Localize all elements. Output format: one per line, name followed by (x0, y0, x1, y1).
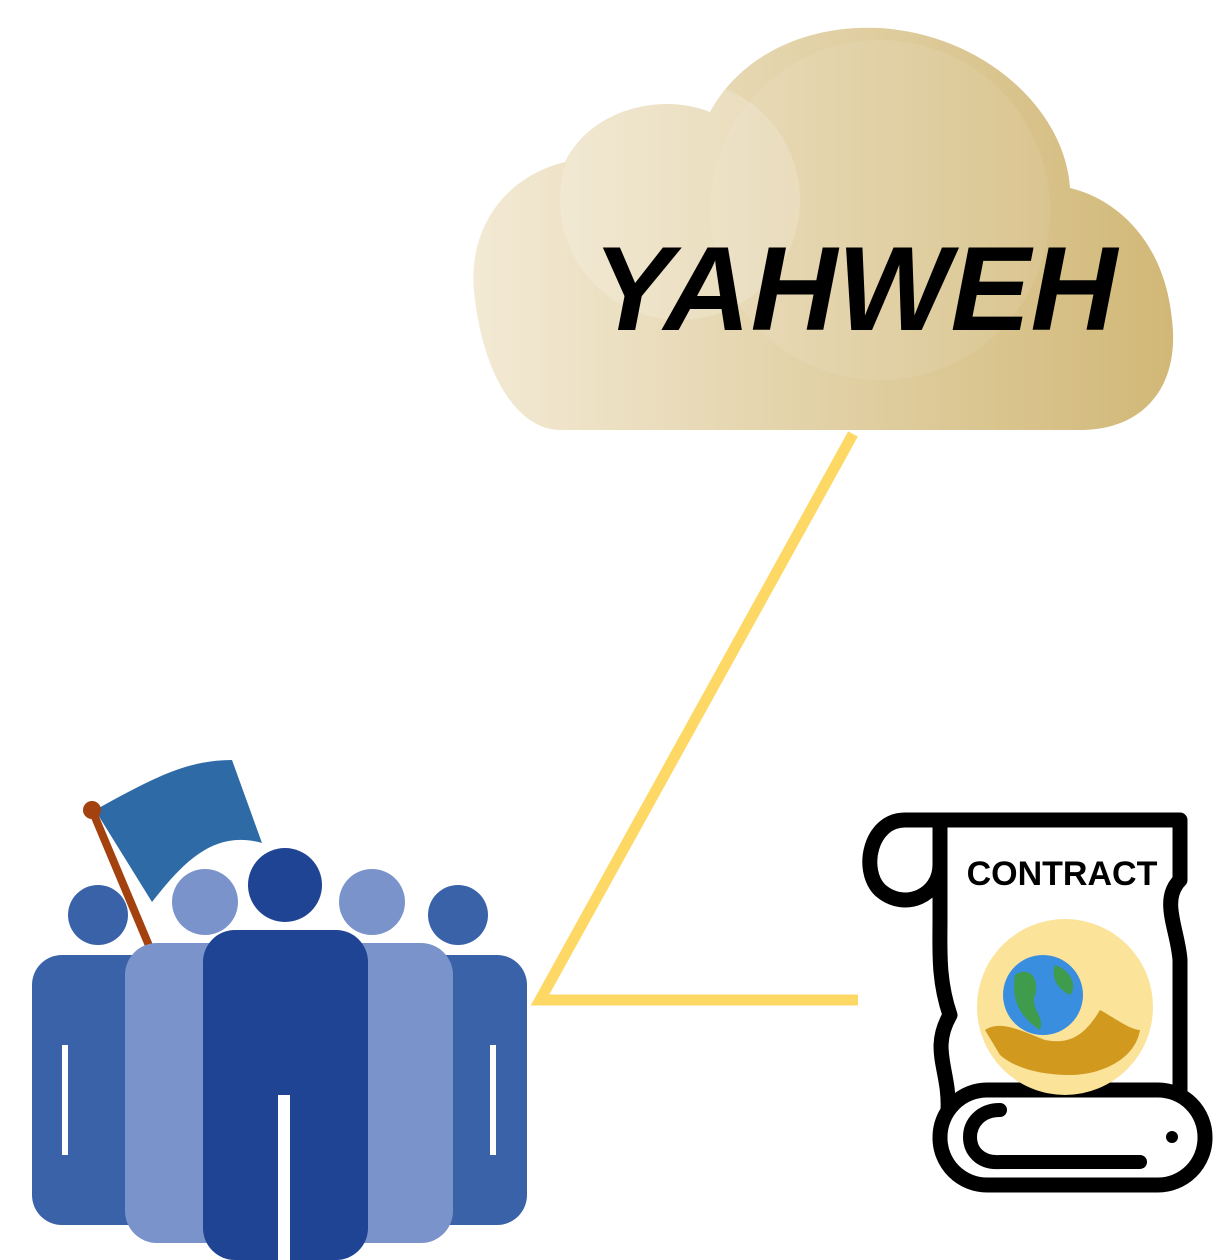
hand-icon (985, 1010, 1140, 1075)
cloud-node: YAHWEH (473, 27, 1174, 430)
connector (530, 431, 858, 1006)
scroll-dot (1166, 1131, 1178, 1143)
flag-pole (88, 806, 154, 952)
scroll-roll-curl (963, 1103, 1147, 1170)
flag-pole-knob (83, 801, 101, 819)
contract-scroll-icon: CONTRACT (862, 812, 1213, 1193)
globe-land (1014, 965, 1074, 1030)
scroll-top-roll (862, 812, 948, 908)
people-group-icon (32, 760, 527, 1260)
person-leg-gaps (62, 1045, 496, 1260)
scroll-bottom-roll (932, 1082, 1213, 1193)
cloud-highlight (710, 40, 1050, 380)
cloud-shape (473, 27, 1174, 430)
flag-icon (95, 760, 262, 902)
connector-line (530, 431, 858, 1006)
cloud-label: YAHWEH (593, 222, 1120, 356)
cloud-highlight (560, 80, 800, 320)
contract-label: CONTRACT (967, 855, 1158, 893)
